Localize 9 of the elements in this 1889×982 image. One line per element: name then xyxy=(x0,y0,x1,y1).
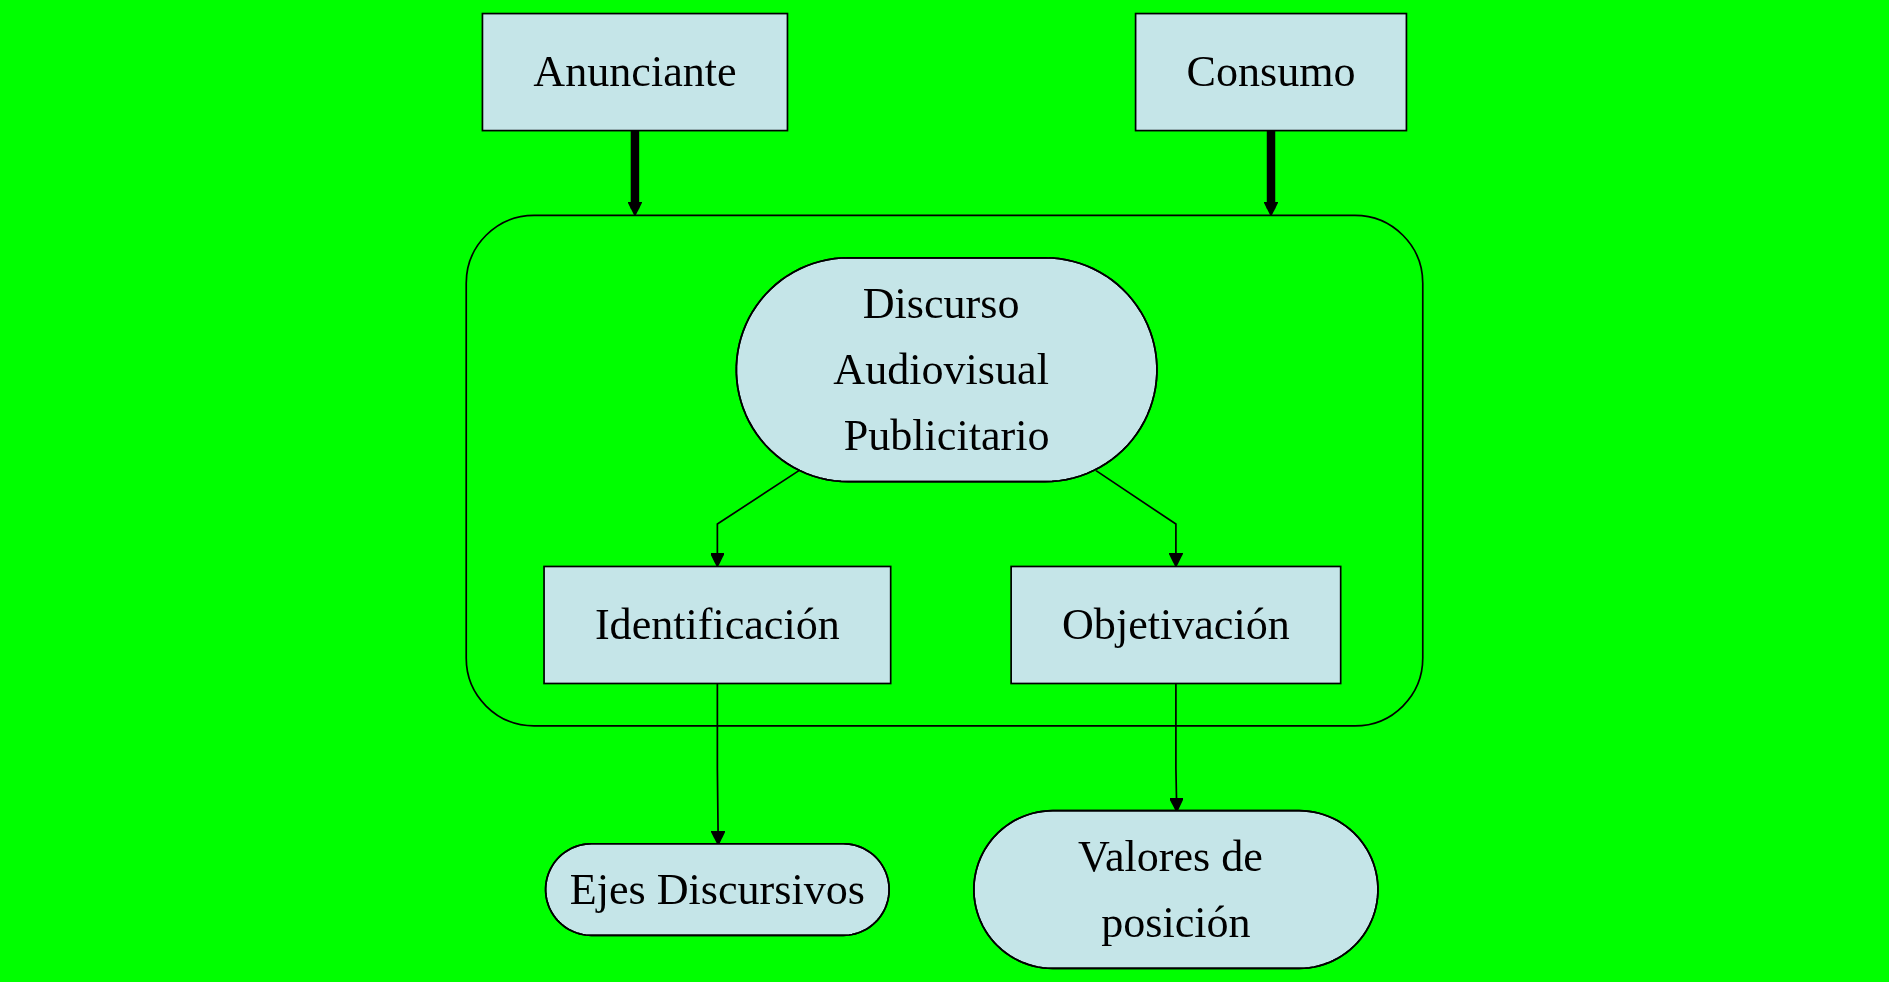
cluster xyxy=(465,214,1424,727)
node-box: Consumo xyxy=(1134,12,1408,132)
node-box: Anunciante xyxy=(481,12,789,132)
arrow xyxy=(1263,130,1279,217)
node-box: Objetivación xyxy=(1010,565,1342,685)
arrow xyxy=(1095,469,1184,568)
node-box: Identificación xyxy=(543,565,892,685)
arrow xyxy=(709,469,800,568)
arrow xyxy=(627,130,643,217)
